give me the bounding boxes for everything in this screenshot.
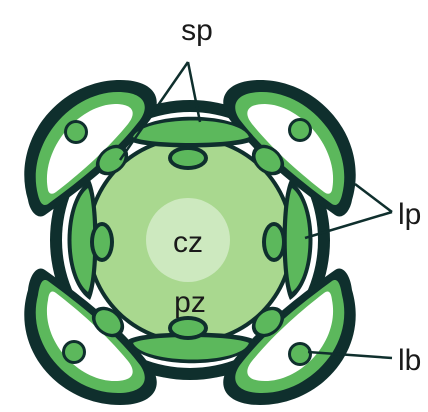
inner-oval-bottom (168, 316, 208, 340)
inner-oval-right (262, 222, 286, 262)
label-cz: cz (173, 226, 203, 259)
label-lb: lb (398, 344, 421, 377)
label-pz: pz (174, 286, 206, 319)
inner-oval-top (168, 146, 208, 170)
label-lp: lp (398, 198, 421, 231)
label-sp: sp (181, 14, 213, 47)
inner-oval-left (90, 222, 114, 262)
